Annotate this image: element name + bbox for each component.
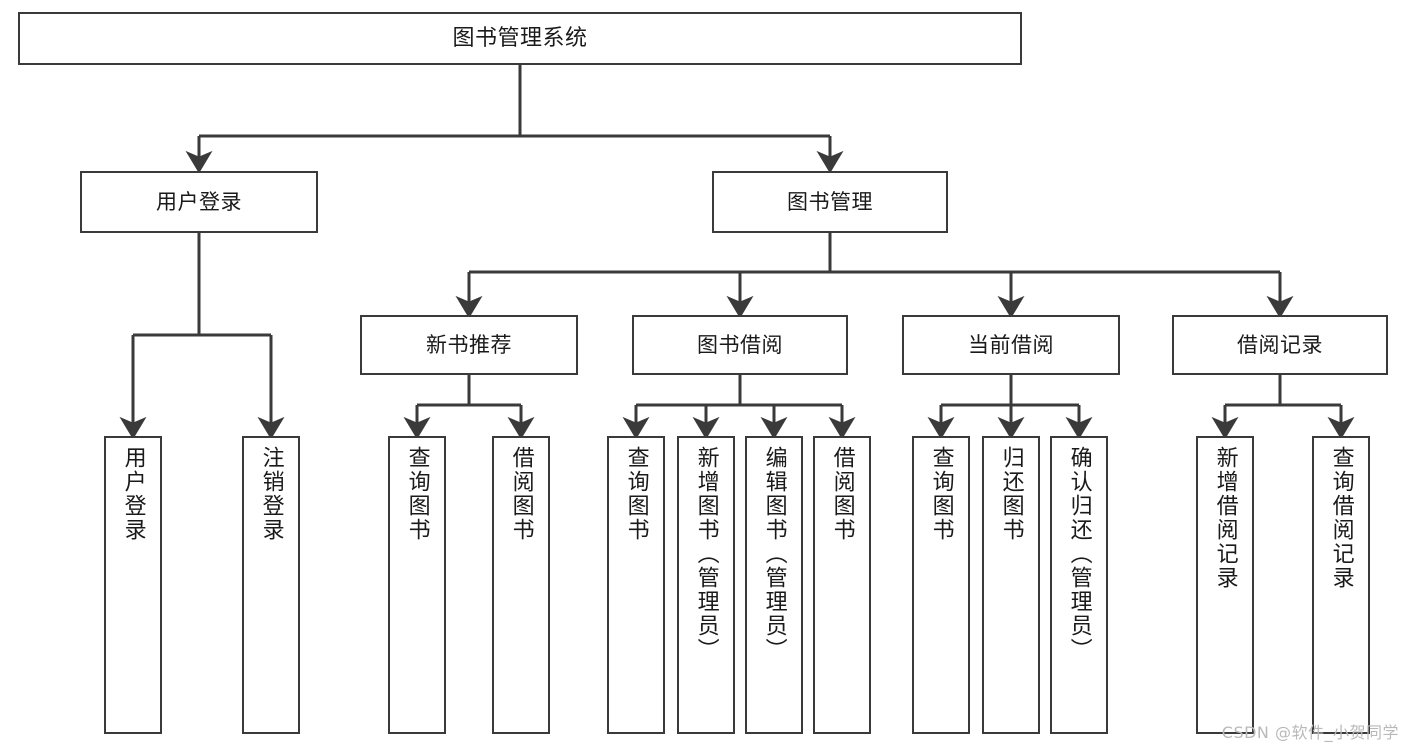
node-label: 新增图书（管理员） <box>693 446 719 662</box>
node-label: 新书推荐 <box>426 332 512 357</box>
node-label: 新增借阅记录 <box>1212 446 1238 590</box>
leaf-borrow-record-add[interactable]: 新增借阅记录 <box>1196 436 1254 734</box>
node-label: 借阅图书 <box>508 446 534 542</box>
node-label: 查询图书 <box>404 446 430 542</box>
node-label: 查询图书 <box>623 446 649 542</box>
leaf-book-borrow-edit[interactable]: 编辑图书（管理员） <box>745 436 803 734</box>
leaf-current-borrow-return[interactable]: 归还图书 <box>982 436 1040 734</box>
node-book-management[interactable]: 图书管理 <box>712 171 948 233</box>
node-label: 查询借阅记录 <box>1328 446 1354 590</box>
node-current-borrow[interactable]: 当前借阅 <box>902 315 1120 375</box>
node-borrow-record[interactable]: 借阅记录 <box>1172 315 1388 375</box>
leaf-book-borrow-borrow[interactable]: 借阅图书 <box>813 436 871 734</box>
node-label: 当前借阅 <box>968 332 1054 357</box>
leaf-user-login-logout[interactable]: 注销登录 <box>242 436 300 734</box>
leaf-book-borrow-query[interactable]: 查询图书 <box>607 436 665 734</box>
node-label: 用户登录 <box>120 446 146 542</box>
node-label: 编辑图书（管理员） <box>761 446 787 662</box>
leaf-new-book-query[interactable]: 查询图书 <box>388 436 446 734</box>
leaf-current-borrow-confirm-return[interactable]: 确认归还（管理员） <box>1050 436 1108 734</box>
leaf-current-borrow-query[interactable]: 查询图书 <box>912 436 970 734</box>
leaf-new-book-borrow[interactable]: 借阅图书 <box>492 436 550 734</box>
node-book-borrow[interactable]: 图书借阅 <box>632 315 848 375</box>
node-label: 借阅图书 <box>829 446 855 542</box>
node-label: 借阅记录 <box>1237 332 1323 357</box>
leaf-book-borrow-add[interactable]: 新增图书（管理员） <box>677 436 735 734</box>
node-user-login[interactable]: 用户登录 <box>80 171 318 233</box>
watermark: CSDN @软件_小贺同学 <box>1221 723 1399 742</box>
leaf-user-login-login[interactable]: 用户登录 <box>104 436 162 734</box>
node-label: 归还图书 <box>998 446 1024 542</box>
node-label: 用户登录 <box>156 189 242 214</box>
node-root-system[interactable]: 图书管理系统 <box>18 12 1022 65</box>
node-label: 确认归还（管理员） <box>1066 446 1092 662</box>
node-label: 图书借阅 <box>697 332 783 357</box>
node-label: 图书管理 <box>787 189 873 214</box>
node-new-book-recommend[interactable]: 新书推荐 <box>360 315 578 375</box>
leaf-borrow-record-query[interactable]: 查询借阅记录 <box>1312 436 1370 734</box>
node-label: 查询图书 <box>928 446 954 542</box>
node-label: 图书管理系统 <box>452 25 588 51</box>
node-label: 注销登录 <box>258 446 284 542</box>
